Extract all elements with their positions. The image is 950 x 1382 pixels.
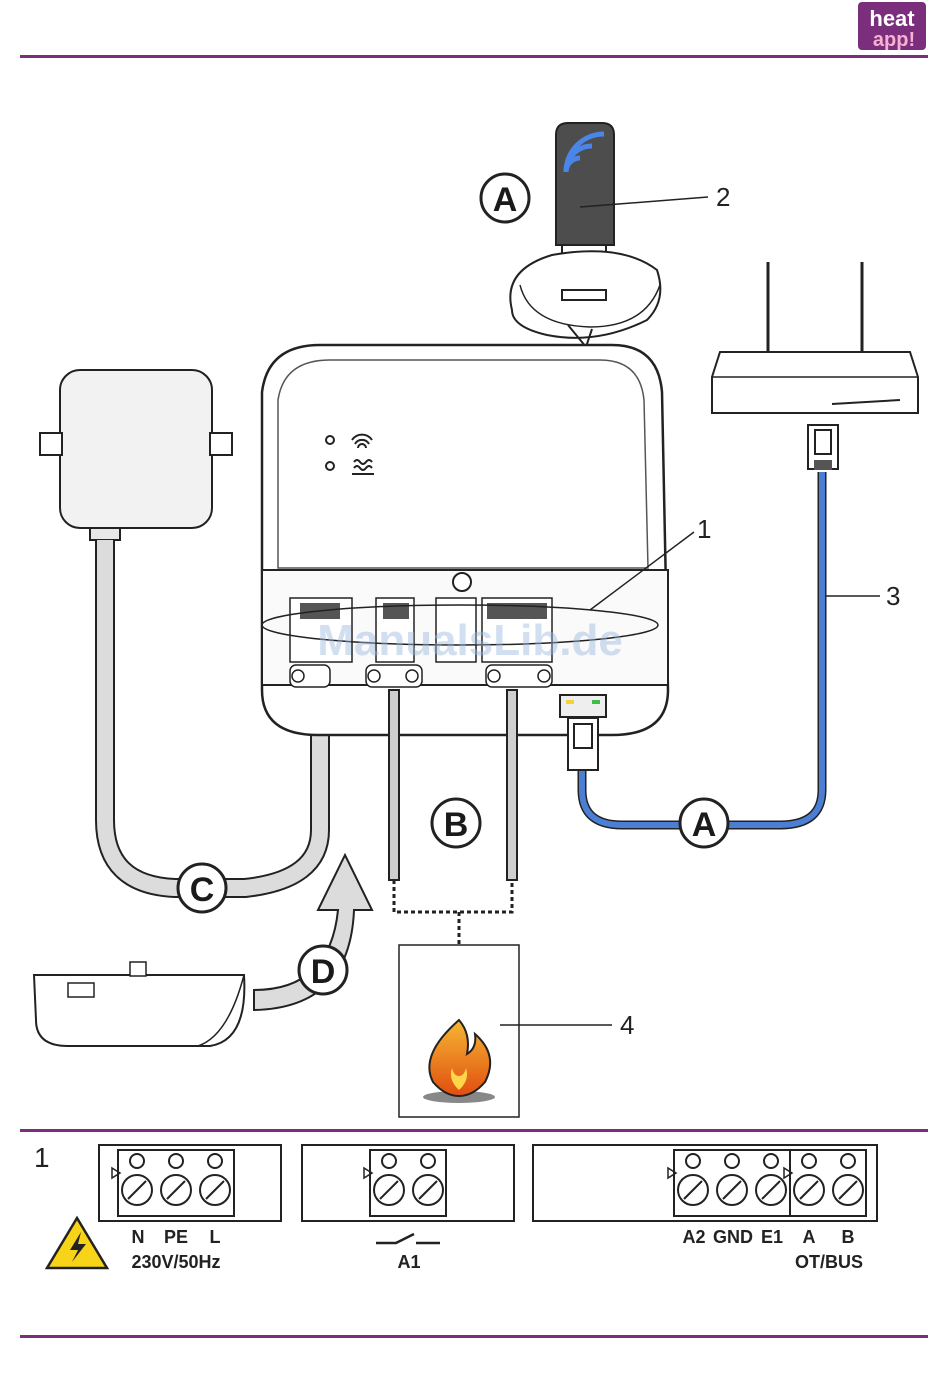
logo-line2: app! [873,29,915,51]
caption-ot-bus: OT/BUS [795,1252,863,1272]
header-rule [20,55,928,58]
terminal-a2: A2 [682,1227,705,1247]
gateway-cover [34,962,244,1046]
footer-rule [20,1335,928,1338]
callout-3: 3 [886,581,900,611]
watermark: ManualsLib.de [317,616,623,665]
label-d: D [311,953,336,991]
lan-port [560,695,606,717]
label-a-top: A [493,181,518,219]
terminal-detail-panel: 1 N PE L 230V/50Hz A1 [34,1142,877,1272]
power-supply-box [40,370,232,540]
terminal-pe: PE [164,1227,188,1247]
terminal-a: A [803,1227,816,1247]
detail-number: 1 [34,1142,50,1173]
usb-port-zoom [510,251,660,347]
gateway-device [262,345,668,770]
terminal-b: B [842,1227,855,1247]
logo-line1: heat [869,6,915,31]
boiler [399,945,519,1117]
callout-4: 4 [620,1010,634,1040]
led-heating [326,462,334,470]
caption-230v: 230V/50Hz [131,1252,220,1272]
high-voltage-warning-icon [47,1218,107,1268]
terminal-n: N [132,1227,145,1247]
label-b: B [444,806,469,844]
terminal-l: L [210,1227,221,1247]
switch-symbol-icon [376,1234,440,1243]
label-c: C [190,871,215,909]
terminal-gnd: GND [713,1227,753,1247]
label-a-bottom: A [692,806,717,844]
callout-2: 2 [716,182,730,212]
caption-a1: A1 [397,1252,420,1272]
heatapp-logo: heat app! [858,2,926,51]
led-wifi [326,436,334,444]
detail-rule [20,1129,928,1132]
callout-1: 1 [697,514,711,544]
router [712,262,918,470]
terminal-e1: E1 [761,1227,783,1247]
